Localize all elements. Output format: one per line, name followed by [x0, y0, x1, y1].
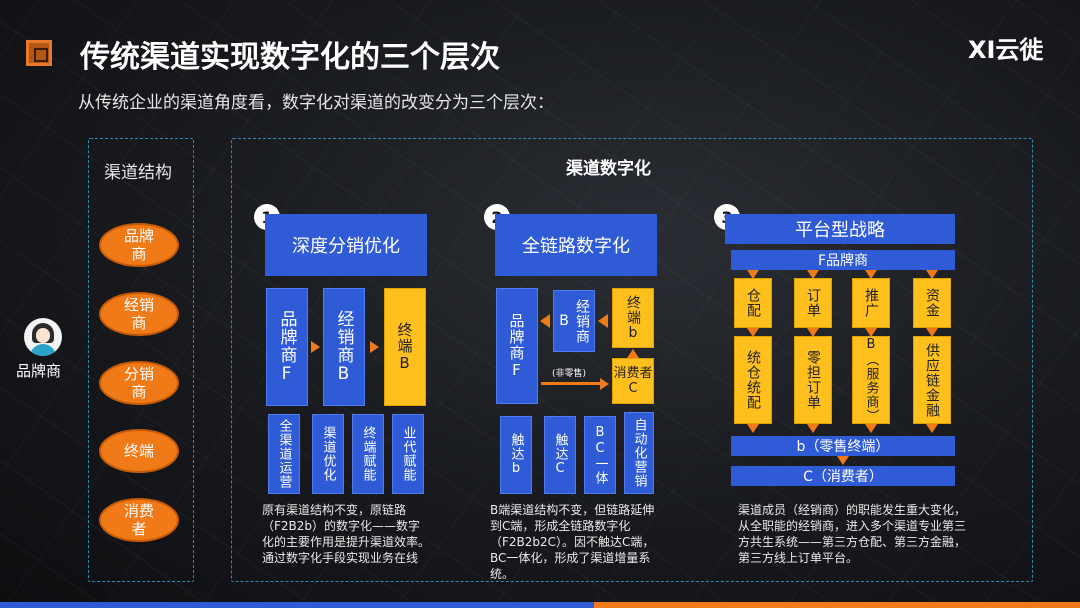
page-subtitle: 从传统企业的渠道角度看，数字化对渠道的改变分为三个层次：	[78, 93, 554, 113]
s3-supply-finance-box: 供应链金融	[913, 336, 951, 424]
channel-structure-panel	[88, 138, 194, 582]
s2-brand-box: 品牌商F	[496, 288, 538, 404]
s3-arrow-b2-icon	[807, 424, 819, 433]
s3-ltl-order-box: 零担订单	[794, 336, 832, 424]
s3-arrow-b4-icon	[926, 424, 938, 433]
s2-consumer-box: 消费者C	[612, 358, 654, 404]
s3-arrow-b1-icon	[747, 424, 759, 433]
section-2-description: B端渠道结构不变，但链路延伸到C端，形成全链路数字化（F2B2b2C）。因不触达…	[490, 503, 655, 581]
page-title: 传统渠道实现数字化的三个层次	[80, 40, 500, 75]
s2-auto-marketing-box: 自动化营销	[624, 412, 654, 494]
section-2-heading: 全链路数字化	[495, 214, 657, 276]
title-square-icon	[26, 40, 52, 66]
oval-brand: 品牌商	[99, 223, 179, 267]
s3-unified-warehouse-box: 统仓统配	[734, 336, 772, 424]
s2-reach-c-box: 触达C	[544, 416, 576, 494]
section-1-description: 原有渠道结构不变，原链路（F2B2b）的数字化——数字化的主要作用是提升渠道效率…	[262, 503, 431, 565]
oval-distributor: 分销商	[99, 361, 179, 405]
s2-non-retail-note: (非零售)	[552, 369, 587, 379]
channel-structure-title: 渠道结构	[104, 163, 172, 183]
s3-brand-bar: F品牌商	[731, 250, 955, 270]
s3-arrow-m3-icon	[865, 328, 877, 337]
s3-arrow-d4-icon	[926, 270, 938, 279]
s2-reach-b-box: 触达b	[500, 416, 532, 494]
s2-dealer-box: 经销商B	[553, 290, 595, 352]
avatar-label: 品牌商	[16, 362, 62, 380]
s2-arrow-right-icon	[600, 378, 609, 390]
s2-arrow-line	[541, 382, 601, 385]
s2-arrow-up-icon	[627, 349, 639, 358]
s2-bc-one-box: BC一体	[584, 416, 616, 494]
s3-arrow-m1-icon	[747, 328, 759, 337]
s1-brand-box: 品牌商F	[266, 288, 308, 406]
section-3-heading: 平台型战略	[725, 214, 955, 244]
s1-omnichannel-box: 全渠道运营	[268, 414, 300, 494]
s1-terminal-enable-box: 终端赋能	[352, 414, 384, 494]
s3-terminal-bar: b（零售终端）	[731, 436, 955, 456]
section-3-description: 渠道成员（经销商）的职能发生重大变化，从全职能的经销商，进入多个渠道专业第三方共…	[738, 503, 967, 565]
s1-dealer-box: 经销商B	[323, 288, 365, 406]
s3-order-box: 订单	[794, 278, 832, 328]
s3-arrow-m4-icon	[926, 328, 938, 337]
brand-logo: XI云徙	[968, 36, 1044, 64]
oval-dealer: 经销商	[99, 292, 179, 336]
s3-arrow-c-icon	[837, 456, 849, 465]
s3-arrow-d1-icon	[747, 270, 759, 279]
s3-arrow-m2-icon	[807, 328, 819, 337]
s3-fund-box: 资金	[913, 278, 951, 328]
channel-digitization-title: 渠道数字化	[566, 159, 651, 179]
user-avatar-icon	[24, 318, 62, 356]
s2-arrow-left-icon	[540, 314, 550, 328]
s3-promotion-box: 推广	[852, 278, 890, 328]
oval-consumer: 消费者	[99, 498, 179, 542]
s3-arrow-b3-icon	[865, 424, 877, 433]
s3-consumer-bar: C（消费者）	[731, 466, 955, 486]
bottom-accent-bar	[0, 602, 1080, 608]
s1-agent-enable-box: 业代赋能	[392, 414, 424, 494]
channel-digitization-panel	[231, 138, 1033, 582]
s3-warehouse-box: 仓配	[734, 278, 772, 328]
s3-arrow-d2-icon	[807, 270, 819, 279]
section-1-heading: 深度分销优化	[265, 214, 427, 276]
s1-arrow-2-icon	[370, 341, 379, 353]
oval-terminal: 终端	[99, 429, 179, 473]
s2-terminal-box: 终端b	[612, 288, 654, 348]
s1-terminal-box: 终端B	[384, 288, 426, 406]
s2-arrow-left-2-icon	[598, 314, 608, 328]
s3-service-provider-box: B（服务商）	[852, 336, 890, 424]
s3-arrow-d3-icon	[865, 270, 877, 279]
s1-channel-opt-box: 渠道优化	[312, 414, 344, 494]
s1-arrow-1-icon	[311, 341, 320, 353]
